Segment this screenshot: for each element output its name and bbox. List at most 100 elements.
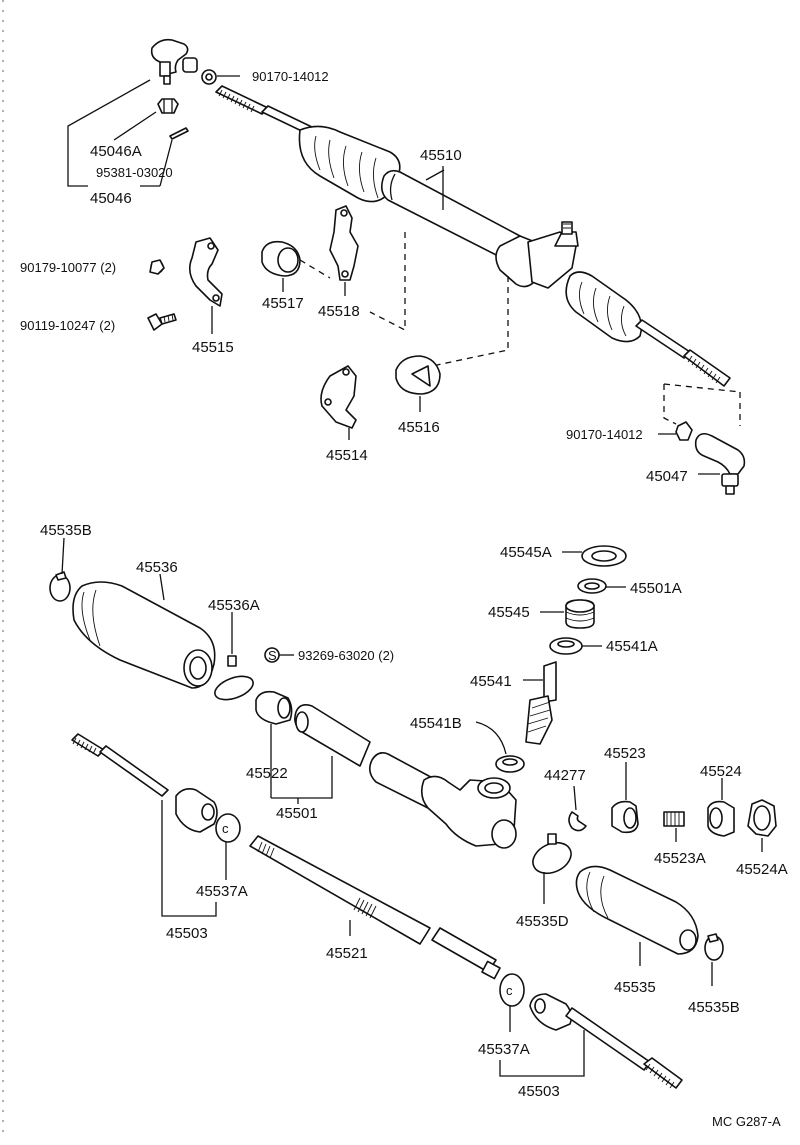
nut-90179 [149,259,165,275]
label-45535B-bottom: 45535B [688,999,740,1016]
label-45537A-left: 45537A [196,883,248,900]
lock-nut-45524A [747,799,777,837]
rack-housing-45510 [380,169,579,289]
leader [159,573,165,601]
lock-nut-45545A [581,545,627,567]
dashed-guide [299,259,331,279]
label-95381-03020: 95381-03020 [96,165,173,180]
tie-rod-end-45046 [150,38,198,85]
label-45521: 45521 [326,945,368,962]
label-45046A: 45046A [90,143,142,160]
label-45545A: 45545A [500,544,552,561]
tie-rod-end-45047 [694,432,746,495]
rack-45521 [249,835,501,980]
tie-rod-45503-left [71,733,218,833]
dashed-guide [431,276,509,367]
dashed-guide [369,232,406,332]
label-45518: 45518 [318,303,360,320]
lock-nut-90170-top [201,69,217,85]
castle-nut-45046A [157,98,179,114]
spring-cap-45524 [707,800,735,837]
adjusting-screw-45545 [565,599,595,629]
label-90170-14012-right: 90170-14012 [566,427,643,442]
washer-45537A-left: c [215,813,241,843]
label-45516: 45516 [398,419,440,436]
cotter-pin-95381 [169,127,189,140]
label-45541B: 45541B [410,715,462,732]
label-45536: 45536 [136,559,178,576]
steering-boot-45535 [575,865,699,955]
leader [425,169,445,181]
label-45535D: 45535D [516,913,569,930]
label-45517: 45517 [262,295,304,312]
washer-mark: c [222,821,229,836]
label-90170-14012: 90170-14012 [252,69,329,84]
steering-boot-45536 [72,581,216,689]
label-45503-bottom: 45503 [518,1083,560,1100]
washer-45537A-bottom: c [499,973,525,1007]
label-45535B-top: 45535B [40,522,92,539]
label-45047: 45047 [646,468,688,485]
rack-housing-45501 [294,704,517,849]
label-45541A: 45541A [606,638,658,655]
label-45524: 45524 [700,763,742,780]
rack-tie-rod-left [215,85,315,135]
bracket-45501 [271,756,333,799]
bracket-45514 [320,365,357,429]
bracket-45518 [329,205,359,281]
rack-tie-rod-right [635,319,731,387]
label-45523A: 45523A [654,850,706,867]
tie-rod-45503-bottom [529,993,683,1089]
rack-guide-45523 [611,800,639,834]
bearing-45501A [577,578,607,594]
label-45537A-bottom: 45537A [478,1041,530,1058]
label-45501: 45501 [276,805,318,822]
bearing-45541B [495,755,525,773]
label-93269-63020: 93269-63020 (2) [298,648,394,663]
boot-clamp-45535D [532,833,572,875]
dashed-guide [663,383,741,393]
washer-mark: c [506,983,513,998]
bushing-45516 [395,355,441,395]
label-45515: 45515 [192,339,234,356]
bushing-45517 [261,240,301,277]
label-45535: 45535 [614,979,656,996]
pinion-shaft-45541 [525,661,557,745]
label-45523: 45523 [604,745,646,762]
leader [61,537,65,575]
label-45501A: 45501A [630,580,682,597]
steering-boot-top-right [565,271,643,343]
boot-clamp-45535B-bottom [704,933,724,961]
label-45503-left: 45503 [166,925,208,942]
label-45046: 45046 [90,190,132,207]
bracket-45503-left [161,800,217,917]
drawing-code: MC G287-A [712,1114,781,1129]
boot-clamp-45535B-top [49,571,71,602]
dashed-guide [663,384,677,425]
label-44277: 44277 [544,767,586,784]
label-45522: 45522 [246,765,288,782]
leader [573,785,577,811]
bracket-45503-bottom [499,1030,585,1077]
leader [475,721,507,755]
label-45514: 45514 [326,447,368,464]
label-45510: 45510 [420,147,462,164]
leader [159,139,173,187]
bracket-45515 [188,237,223,307]
spring-45523A [663,811,685,827]
label-45545: 45545 [488,604,530,621]
label-90119-10247: 90119-10247 (2) [20,318,115,333]
label-90179-10077: 90179-10077 (2) [20,260,116,275]
bearing-45541A [549,637,583,655]
label-45524A: 45524A [736,861,788,878]
clip-44277 [568,811,587,832]
label-45541: 45541 [470,673,512,690]
leader [113,111,157,141]
label-45536A: 45536A [208,597,260,614]
lock-nut-90170-right [675,421,693,441]
bracket-45046 [67,79,151,187]
boot-clamp-45536A [214,655,254,701]
bushing-45522 [255,690,293,725]
